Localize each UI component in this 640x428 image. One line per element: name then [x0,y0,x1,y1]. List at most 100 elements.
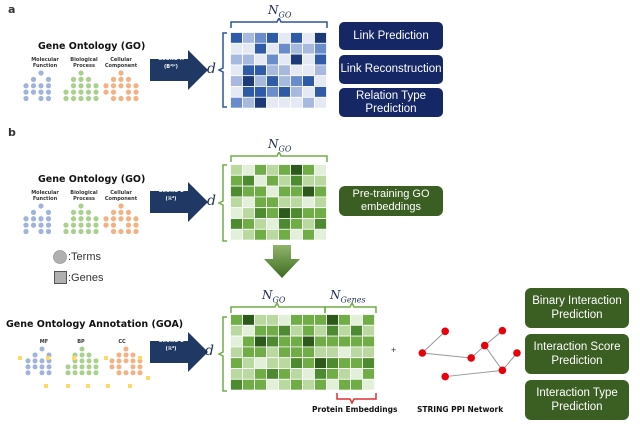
matrix-cell [242,346,255,359]
gene-node [106,384,110,388]
term-node [85,228,92,235]
term-node [46,370,52,376]
matrix-cell [278,53,291,66]
matrix-cell [230,75,243,87]
matrix-cell [314,357,327,369]
matrix-cell [242,324,255,337]
matrix-cell [266,196,279,209]
term-node [110,76,117,82]
matrix-cell [338,324,351,337]
matrix-cell [254,228,267,240]
brackets-c [217,301,377,405]
matrix-cell [302,196,315,209]
term-node [45,89,52,95]
term-node [65,364,71,370]
term-node [85,95,92,102]
term-node [46,364,52,370]
panel-label-b: b [8,126,16,139]
model-name-c: GeOKG-E [158,338,184,344]
term-node [23,83,29,89]
matrix-cell [230,64,243,77]
term-node [25,364,31,370]
matrix-cell [302,75,315,87]
gene-node [128,384,132,388]
term-node [39,346,45,352]
matrix-cell [326,346,339,359]
matrix-cell [266,378,279,390]
matrix-cell [302,96,315,108]
term-node [70,222,77,228]
matrix-cell [302,42,315,55]
matrix-cell [302,164,315,176]
matrix-cell [254,42,267,55]
term-node [79,370,85,376]
matrix-cell [290,346,303,359]
term-node [78,89,84,95]
term-node [85,209,92,215]
term-node [65,370,71,376]
dim-symbol-c: d [205,343,214,359]
term-node [32,358,38,364]
matrix-cell [230,174,243,187]
term-node [70,228,77,235]
embedding-matrix-b [230,164,327,240]
matrix-cell [266,324,279,337]
matrix-cell [326,368,339,380]
term-node [125,228,132,235]
matrix-cell [290,96,303,108]
term-node [109,364,115,370]
term-node [63,228,69,235]
matrix-cell [254,196,267,209]
branch-label-mf-a: Molecular Function [31,57,59,69]
network-edge [422,352,472,359]
go-trees-a [23,70,139,102]
term-node [45,83,52,89]
term-node [38,222,44,228]
matrix-cell [350,324,363,337]
gene-node [46,356,50,360]
matrix-cell [278,368,291,380]
matrix-cell [266,42,279,55]
task-link-reconstruction: Link Reconstruction [339,55,443,84]
matrix-cell [314,75,327,87]
term-node [79,346,85,352]
matrix-cell [350,314,363,326]
panel-label-a: a [8,3,16,16]
branch-label-cc-b: Cellular Component [104,190,138,202]
matrix-cell [266,218,279,230]
matrix-cell [254,86,267,98]
matrix-cell [278,64,291,77]
task-link-prediction: Link Prediction [339,22,443,50]
term-node [125,83,132,89]
matrix-cell [362,368,375,380]
matrix-cell [266,164,279,176]
term-node [38,70,44,76]
matrix-cell [242,42,255,55]
term-node [110,89,117,95]
string-network-caption: STRING PPI Network [417,405,504,414]
matrix-cell [326,335,339,348]
term-node [93,358,99,364]
term-node [85,83,92,89]
genes-legend-label: :Genes [68,272,104,284]
term-node [32,352,38,358]
matrix-cell [362,324,375,337]
matrix-cell [242,32,255,44]
matrix-cell [242,196,255,209]
geokg-e-arrow-b [150,182,208,222]
matrix-cell [302,218,315,230]
matrix-cell [266,185,279,198]
goa-title: Gene Ontology Annotation (GOA) [6,319,184,330]
term-node [72,364,78,370]
term-node [78,76,84,82]
network-edge [421,330,446,354]
go-trees-b [23,203,139,235]
matrix-cell [278,207,291,219]
term-node [78,95,84,102]
matrix-cell [242,378,255,390]
embedding-matrix-a [230,32,327,108]
matrix-cell [314,185,327,198]
term-node [45,76,52,82]
n-go-label-a: NGO [268,3,292,20]
matrix-cell [302,378,315,390]
